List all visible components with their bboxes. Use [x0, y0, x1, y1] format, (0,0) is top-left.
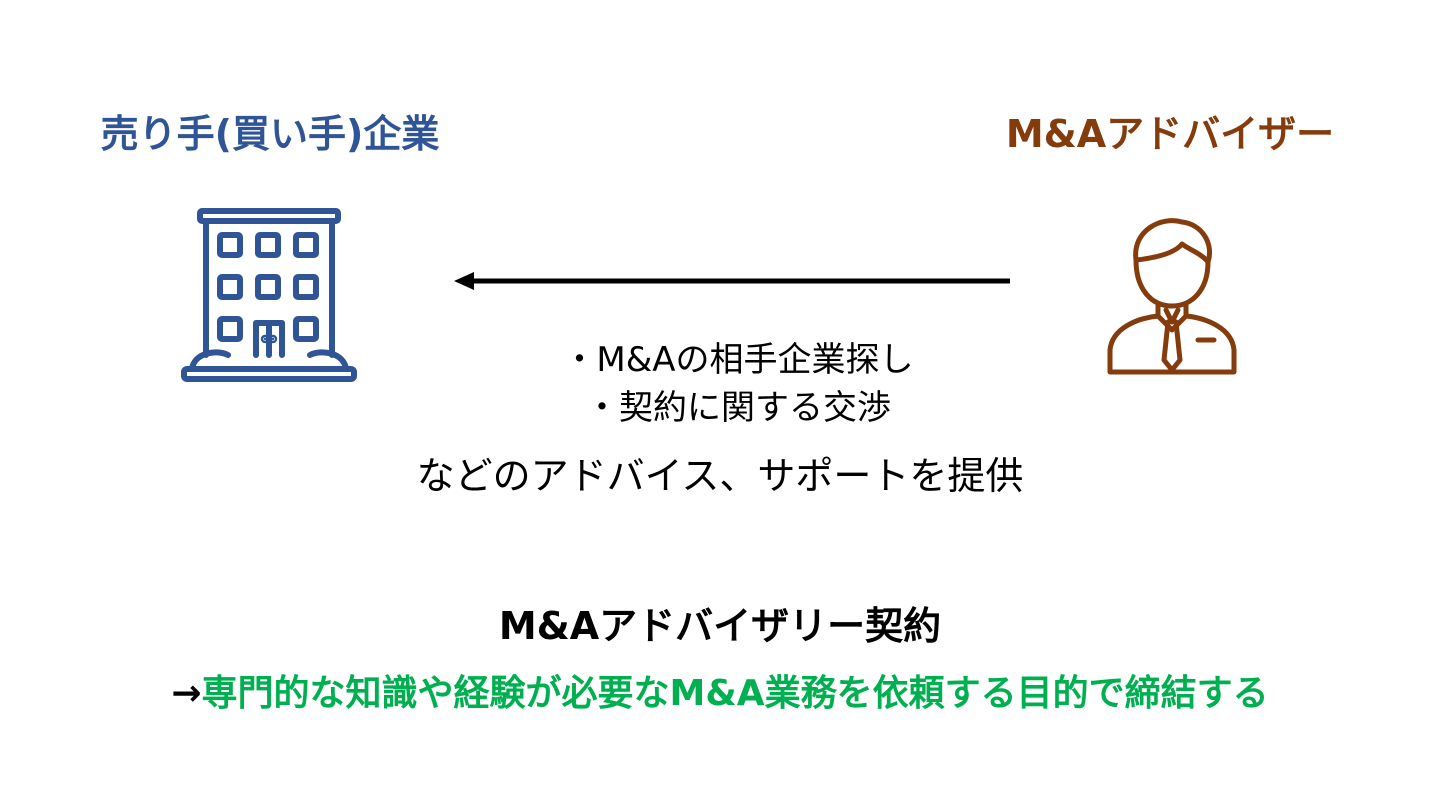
contract-title: M&Aアドバイザリー契約: [498, 604, 942, 648]
contract-purpose: →専門的な知識や経験が必要なM&A業務を依頼する目的で締結する: [50, 668, 1390, 720]
purpose-text: 専門的な知識や経験が必要なM&A業務を依頼する目的で締結する: [201, 673, 1269, 714]
service-list: ・M&Aの相手企業探し ・契約に関する交渉: [400, 336, 1076, 432]
businessman-icon: [1107, 218, 1237, 375]
advisor-label: M&Aアドバイザー: [1005, 112, 1335, 156]
left-arrow-icon: [454, 272, 1010, 290]
service-item-partner-search: ・M&Aの相手企業探し: [562, 340, 914, 380]
seller-company-label: 売り手(買い手)企業: [100, 112, 440, 156]
support-summary: などのアドバイス、サポートを提供: [416, 454, 1024, 498]
office-building-icon: [181, 208, 357, 382]
service-item-negotiation: ・契約に関する交渉: [585, 388, 891, 428]
right-arrow-glyph: →: [171, 673, 202, 714]
